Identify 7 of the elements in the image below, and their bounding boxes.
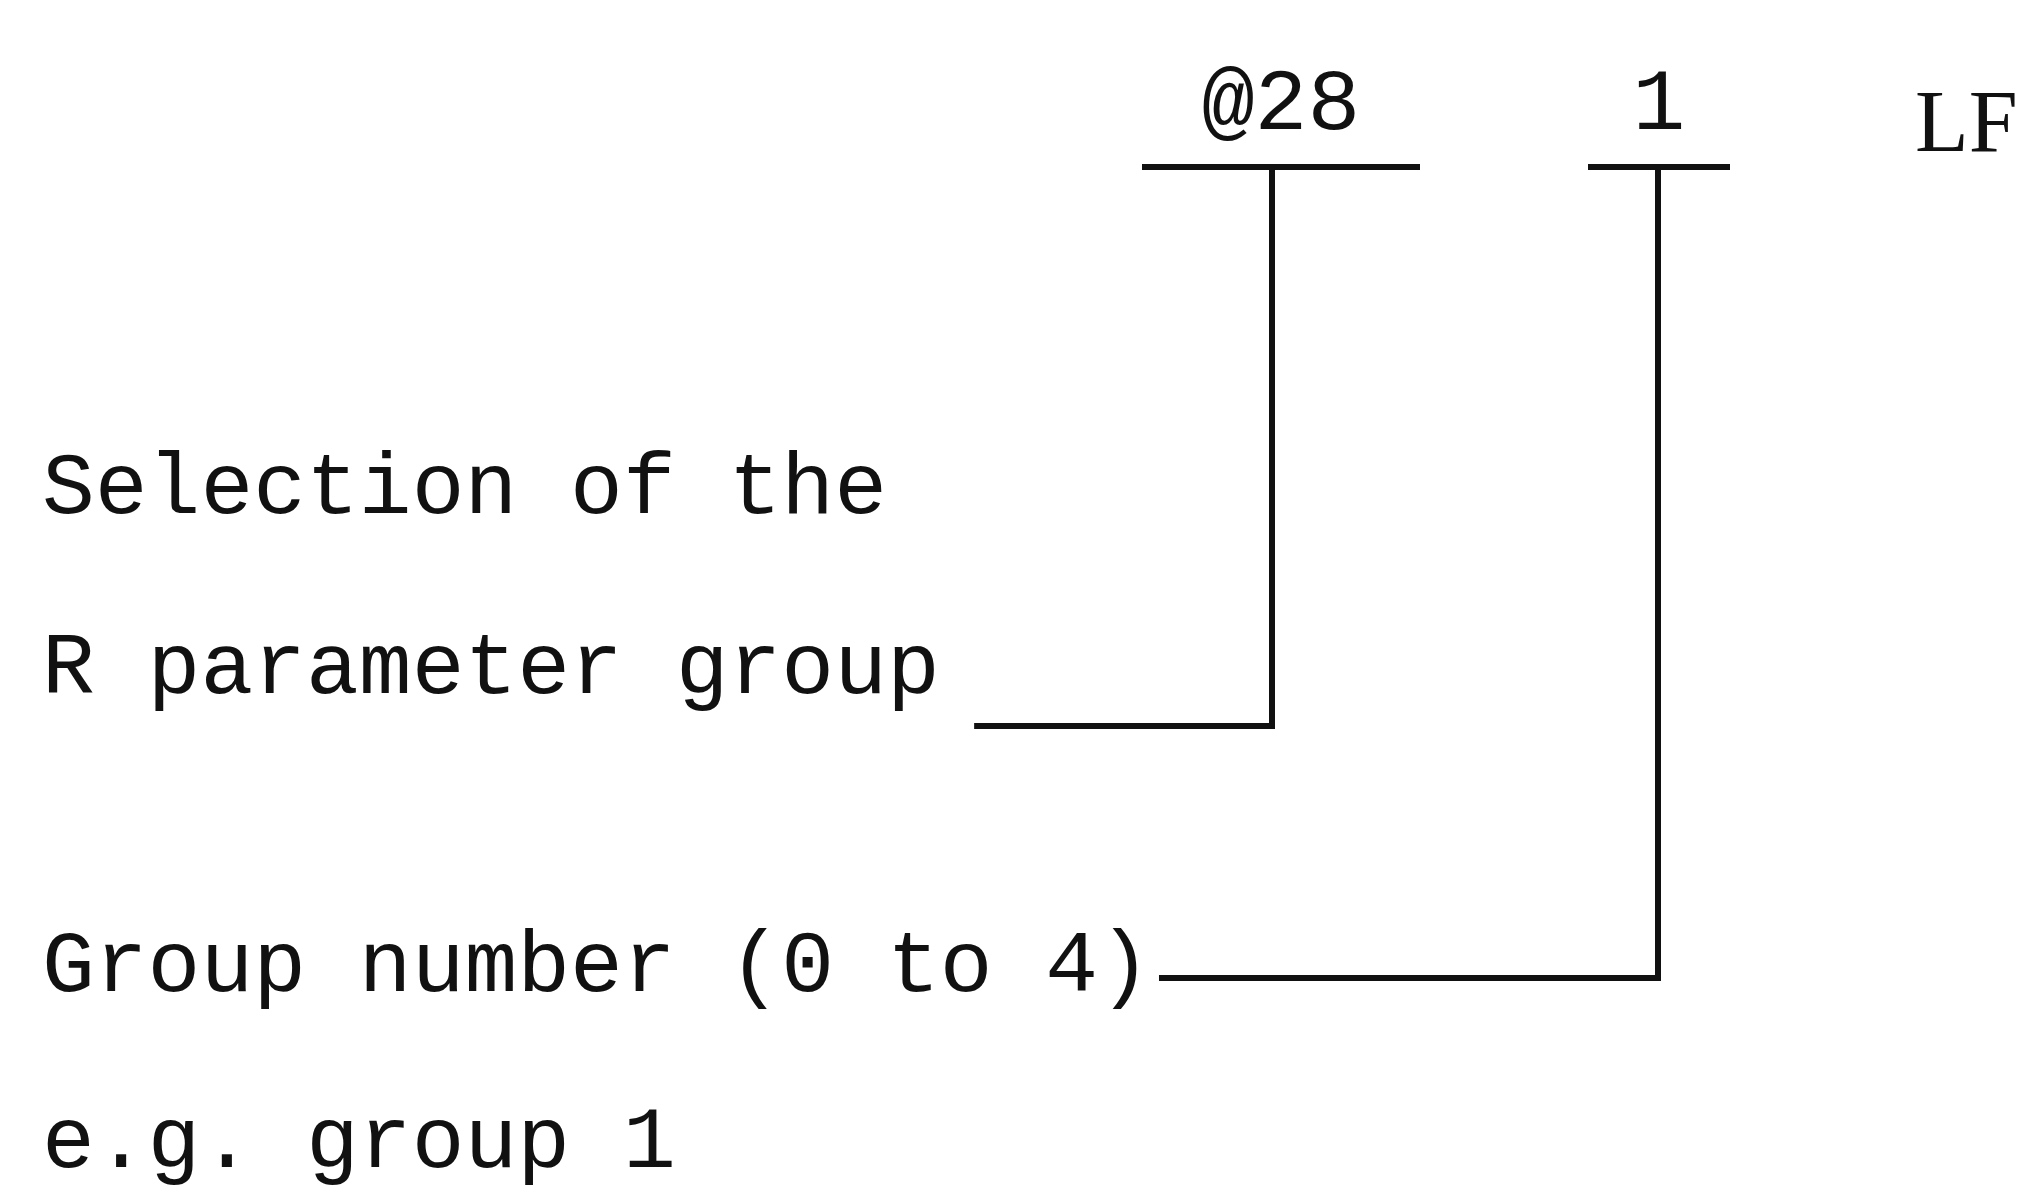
callout-value: 1 [1588,62,1730,170]
callout-value: @28 [1142,62,1420,170]
annotation-text: e.g. group 1 [42,1100,676,1188]
leader-line [974,170,1275,729]
annotation-text: Selection of the R parameter group [42,400,967,760]
annotation-text: Group number (0 to 4) [42,924,1151,1012]
code-text: LF [1915,78,2018,166]
